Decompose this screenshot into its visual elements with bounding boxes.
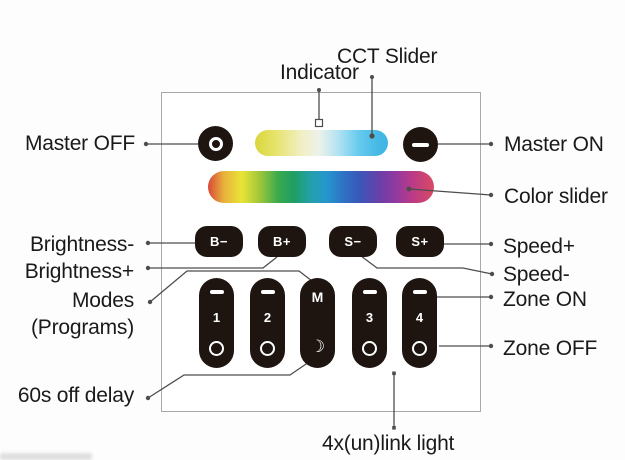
button-label: S− [344,234,362,249]
zone-button-1[interactable]: 1 [199,278,234,368]
label-link-light: 4x(un)link light [322,432,455,455]
label-master-off: Master OFF [24,132,135,155]
zone-on-icon [362,290,377,294]
label-speed-plus: Speed+ [503,235,575,258]
button-label: B+ [273,234,291,249]
label-color-slider: Color slider [504,185,608,208]
mode-button[interactable]: M ☽ [300,278,335,368]
label-zone-on: Zone ON [503,288,587,311]
cropped-edge-artifact [0,453,92,460]
zone-number: 2 [263,309,272,325]
zone-number: 3 [365,309,374,325]
power-on-icon [412,142,429,147]
label-speed-minus: Speed- [503,263,570,286]
label-brightness-plus: Brightness+ [24,260,134,283]
brightness-minus-button[interactable]: B− [195,226,243,257]
label-off-delay: 60s off delay [17,384,134,407]
speed-minus-button[interactable]: S− [329,226,377,257]
zone-off-icon [412,341,427,356]
button-label: S+ [411,234,429,249]
zone-on-icon [260,290,275,294]
zone-off-icon [209,341,224,356]
zone-off-icon [260,341,275,356]
mode-label: M [311,289,324,305]
label-brightness-minus: Brightness- [29,233,134,256]
cct-slider[interactable] [255,130,388,156]
zone-number: 4 [415,309,424,325]
zone-number: 1 [212,309,221,325]
label-cct-slider: CCT Slider [337,45,438,68]
label-modes: Modes [71,289,134,312]
zone-on-icon [412,290,427,294]
label-zone-off: Zone OFF [503,337,598,360]
speed-plus-button[interactable]: S+ [396,226,444,257]
zone-button-3[interactable]: 3 [352,278,387,368]
master-on-button[interactable] [403,127,438,162]
zone-on-icon [209,290,224,294]
zone-button-2[interactable]: 2 [250,278,285,368]
button-label: B− [210,234,228,249]
zone-button-4[interactable]: 4 [402,278,437,368]
label-master-on: Master ON [504,133,604,156]
zone-off-icon [362,341,377,356]
master-off-button[interactable] [198,126,233,161]
power-off-icon [208,136,223,151]
label-programs: (Programs) [30,316,134,339]
crescent-moon-icon: ☽ [309,337,326,357]
brightness-plus-button[interactable]: B+ [258,226,306,257]
label-indicator: Indicator [280,61,359,84]
color-slider[interactable] [208,171,434,203]
